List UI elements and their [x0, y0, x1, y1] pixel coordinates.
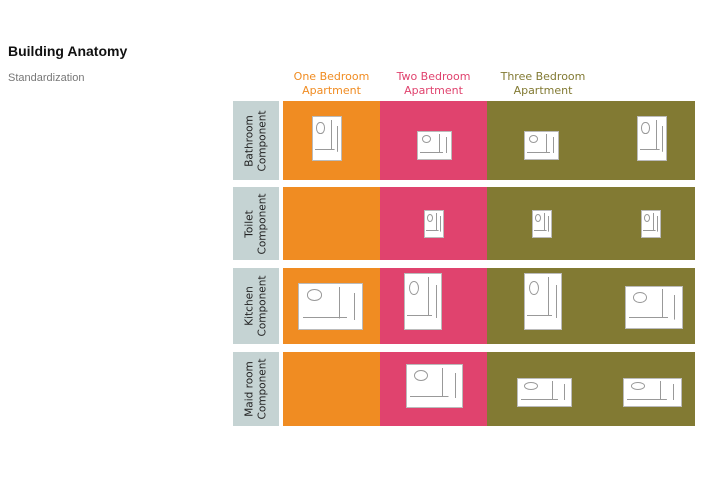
row-label-bathroom: Bathroom Component — [233, 101, 279, 180]
floor-plan-thumbnail — [625, 286, 683, 329]
floor-plan-thumbnail — [637, 116, 667, 161]
floor-plan-thumbnail — [623, 378, 682, 407]
floor-plan-thumbnail — [532, 210, 552, 238]
page-subtitle: Standardization — [8, 72, 85, 84]
floor-plan-thumbnail — [312, 116, 342, 161]
column-label: Three Bedroom — [500, 70, 586, 83]
floor-plan-thumbnail — [298, 283, 363, 330]
column-label: Apartment — [513, 84, 573, 97]
floor-plan-thumbnail — [404, 273, 442, 330]
cell-toilet-1-bedroom — [283, 187, 380, 260]
floor-plan-thumbnail — [524, 131, 559, 160]
floor-plan-thumbnail — [406, 364, 463, 408]
floor-plan-thumbnail — [417, 131, 452, 160]
row-label-toilet: Toilet Component — [233, 187, 279, 260]
column-label: Apartment — [404, 84, 463, 97]
cell-toilet-3-bedroom — [487, 187, 695, 260]
column-label: Apartment — [302, 84, 361, 97]
column-label: One Bedroom — [293, 70, 370, 83]
row-label-maid-room: Maid room Component — [233, 352, 279, 426]
cell-maid-room-1-bedroom — [283, 352, 380, 426]
floor-plan-thumbnail — [641, 210, 661, 238]
floor-plan-thumbnail — [424, 210, 444, 238]
floor-plan-thumbnail — [517, 378, 572, 407]
row-label-kitchen: Kitchen Component — [233, 268, 279, 344]
floor-plan-thumbnail — [524, 273, 562, 330]
column-label: Two Bedroom — [396, 70, 471, 83]
page-title: Building Anatomy — [8, 43, 128, 59]
